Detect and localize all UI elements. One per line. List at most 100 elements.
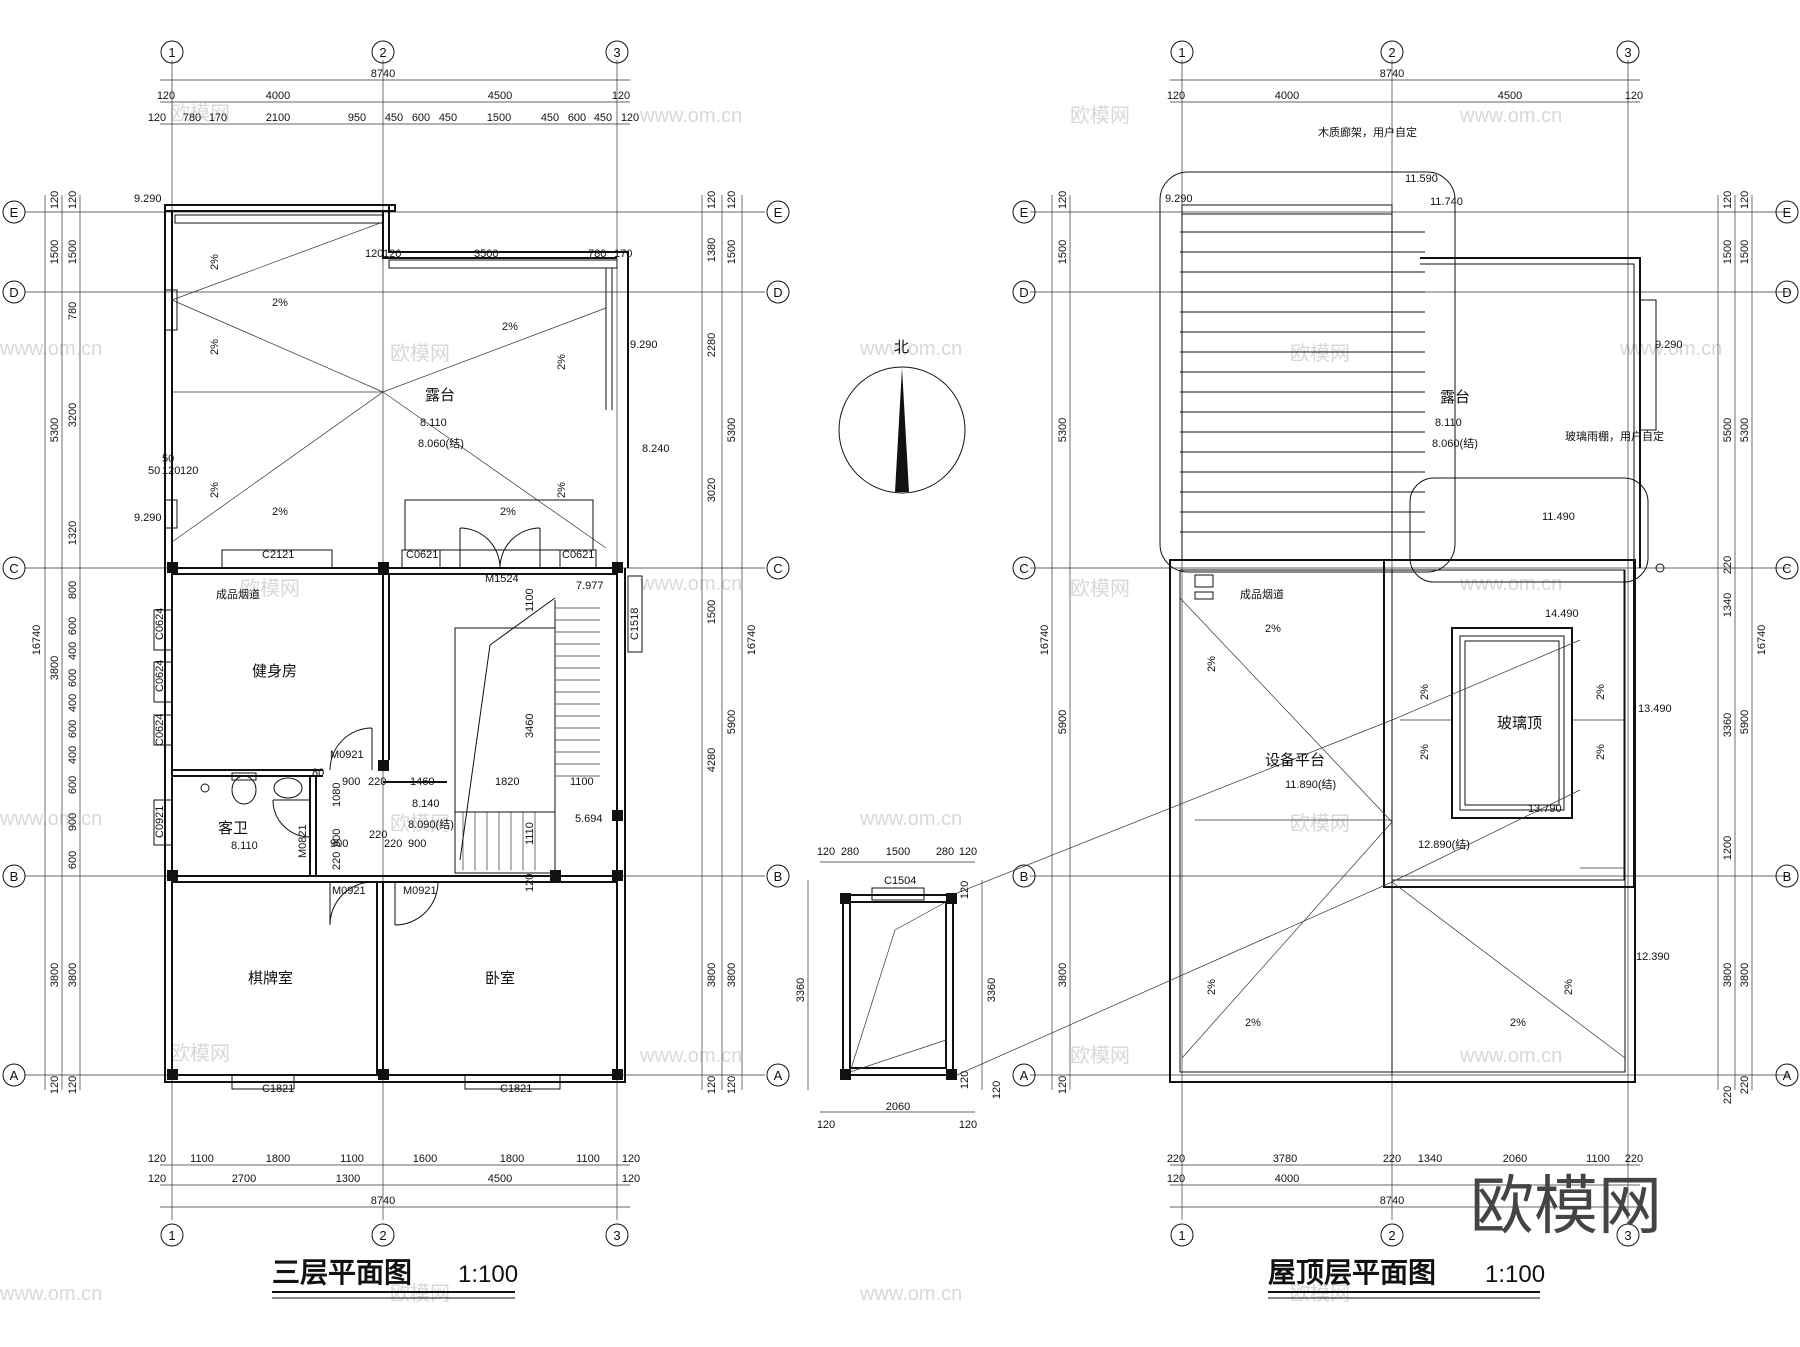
axis-bubble-3-bottom-r: 3 bbox=[1616, 1223, 1640, 1247]
room-bedroom: 卧室 bbox=[485, 970, 515, 987]
svg-text:400: 400 bbox=[67, 694, 79, 712]
svg-text:8.060(结): 8.060(结) bbox=[1432, 437, 1478, 450]
watermark-cn: 欧模网 bbox=[170, 102, 230, 125]
stair-detail: 120 280 1500 280 120 C1504 3360 3360 206… bbox=[795, 846, 1003, 1131]
svg-text:M0921: M0921 bbox=[332, 885, 366, 897]
svg-text:3: 3 bbox=[613, 45, 620, 60]
left-top-dimensions: 8740 120 4000 4500 120 120 780 170 2100 … bbox=[148, 68, 639, 125]
axis-bubble-B-left: B bbox=[2, 864, 26, 888]
svg-text:120: 120 bbox=[67, 1076, 79, 1094]
svg-text:E: E bbox=[10, 205, 19, 220]
svg-text:A: A bbox=[1783, 1068, 1792, 1083]
svg-text:M1524: M1524 bbox=[485, 573, 519, 585]
svg-text:C0621: C0621 bbox=[562, 549, 594, 561]
right-plan-labels: 露台 设备平台 玻璃顶 11.590 11.740 9.290 9.290 8.… bbox=[1165, 125, 1683, 1029]
svg-text:1100: 1100 bbox=[576, 1153, 600, 1165]
svg-text:5900: 5900 bbox=[726, 710, 738, 734]
svg-text:600: 600 bbox=[67, 669, 79, 687]
axis-bubble-B-right-r: B bbox=[1775, 864, 1799, 888]
left-plan-labels: 露台 健身房 客卫 棋牌室 卧室 9.290 9.290 9.290 8.240… bbox=[134, 193, 670, 1095]
svg-text:120: 120 bbox=[1167, 1173, 1185, 1185]
left-bottom-dimensions: 120 1100 1800 1100 1600 1800 1100 120 12… bbox=[148, 1153, 640, 1208]
svg-text:16740: 16740 bbox=[746, 625, 758, 656]
right-plan-side-dimensions: 16740 120 1500 5300 5900 3800 120 16740 … bbox=[1039, 191, 1768, 1104]
svg-text:3800: 3800 bbox=[706, 963, 718, 987]
watermark-url: www.om.cn bbox=[1459, 105, 1562, 127]
axis-bubble-1-bottom: 1 bbox=[160, 1223, 184, 1247]
svg-text:D: D bbox=[9, 285, 18, 300]
svg-text:8.110: 8.110 bbox=[420, 417, 447, 429]
svg-text:2700: 2700 bbox=[232, 1173, 256, 1185]
svg-text:14.490: 14.490 bbox=[1545, 608, 1579, 620]
dim-total: 8740 bbox=[371, 68, 395, 80]
svg-text:2: 2 bbox=[379, 1228, 386, 1243]
axis-bubble-D-left-r: D bbox=[1012, 280, 1036, 304]
svg-text:8740: 8740 bbox=[1380, 68, 1404, 80]
svg-text:450: 450 bbox=[541, 112, 559, 124]
axis-bubble-C-left-r: C bbox=[1012, 556, 1036, 580]
svg-text:5300: 5300 bbox=[49, 418, 61, 442]
svg-text:1600: 1600 bbox=[413, 1153, 437, 1165]
svg-text:600: 600 bbox=[67, 776, 79, 794]
axis-bubble-2-bottom-r: 2 bbox=[1380, 1223, 1404, 1247]
svg-text:5.694: 5.694 bbox=[575, 813, 603, 825]
svg-text:780: 780 bbox=[588, 248, 606, 260]
svg-text:12.390: 12.390 bbox=[1636, 951, 1670, 963]
svg-text:3500: 3500 bbox=[474, 248, 498, 260]
svg-text:1500: 1500 bbox=[886, 846, 910, 858]
svg-text:2%: 2% bbox=[1245, 1017, 1261, 1029]
svg-text:120: 120 bbox=[383, 248, 401, 260]
svg-text:2%: 2% bbox=[556, 482, 568, 498]
svg-text:2%: 2% bbox=[500, 506, 516, 518]
svg-text:220: 220 bbox=[1625, 1153, 1643, 1165]
watermark-cn: 欧模网 bbox=[390, 1282, 450, 1305]
svg-text:3800: 3800 bbox=[49, 963, 61, 987]
svg-text:1300: 1300 bbox=[336, 1173, 360, 1185]
svg-text:120: 120 bbox=[959, 1071, 971, 1089]
room-gym: 健身房 bbox=[252, 663, 297, 680]
svg-text:4500: 4500 bbox=[488, 90, 512, 102]
svg-text:80: 80 bbox=[312, 767, 324, 779]
svg-text:5300: 5300 bbox=[1739, 418, 1751, 442]
svg-text:E: E bbox=[774, 205, 783, 220]
svg-text:120: 120 bbox=[1625, 90, 1643, 102]
svg-text:1500: 1500 bbox=[1057, 240, 1069, 264]
svg-text:2%: 2% bbox=[209, 254, 221, 270]
room-terrace: 露台 bbox=[425, 387, 455, 404]
svg-text:2%: 2% bbox=[1419, 744, 1431, 760]
svg-text:5500: 5500 bbox=[1722, 418, 1734, 442]
watermark-url: www.om.cn bbox=[0, 338, 102, 360]
svg-text:1200: 1200 bbox=[1722, 836, 1734, 860]
axis-bubble-E-right: E bbox=[766, 200, 790, 224]
svg-text:8740: 8740 bbox=[371, 1195, 395, 1207]
svg-text:D: D bbox=[1019, 285, 1028, 300]
svg-text:400: 400 bbox=[67, 746, 79, 764]
svg-text:D: D bbox=[1782, 285, 1791, 300]
svg-text:1820: 1820 bbox=[495, 776, 519, 788]
svg-text:13.790: 13.790 bbox=[1528, 803, 1562, 815]
svg-text:3360: 3360 bbox=[1722, 713, 1734, 737]
svg-text:C: C bbox=[9, 561, 18, 576]
svg-text:120: 120 bbox=[959, 1119, 977, 1131]
watermark-url: www.om.cn bbox=[859, 1283, 962, 1305]
axis-bubble-C-right: C bbox=[766, 556, 790, 580]
svg-text:4500: 4500 bbox=[1498, 90, 1522, 102]
watermark-cn: 欧模网 bbox=[1290, 342, 1350, 365]
watermarks: 欧模网 www.om.cn 欧模网 www.om.cn 欧模网 www.om.c… bbox=[0, 102, 1722, 1305]
svg-text:120: 120 bbox=[148, 1153, 166, 1165]
svg-text:4280: 4280 bbox=[706, 748, 718, 772]
svg-text:11.490: 11.490 bbox=[1542, 511, 1575, 523]
svg-text:3200: 3200 bbox=[67, 403, 79, 427]
svg-text:780: 780 bbox=[67, 302, 79, 320]
svg-text:400: 400 bbox=[67, 642, 79, 660]
svg-text:1340: 1340 bbox=[1722, 593, 1734, 617]
svg-text:120: 120 bbox=[49, 1076, 61, 1094]
axis-bubble-B-right: B bbox=[766, 864, 790, 888]
svg-text:3800: 3800 bbox=[1722, 963, 1734, 987]
svg-text:2%: 2% bbox=[1563, 979, 1575, 995]
watermark-cn: 欧模网 bbox=[1290, 1282, 1350, 1305]
svg-text:600: 600 bbox=[67, 617, 79, 635]
svg-text:800: 800 bbox=[67, 581, 79, 599]
north-label: 北 bbox=[894, 339, 909, 356]
